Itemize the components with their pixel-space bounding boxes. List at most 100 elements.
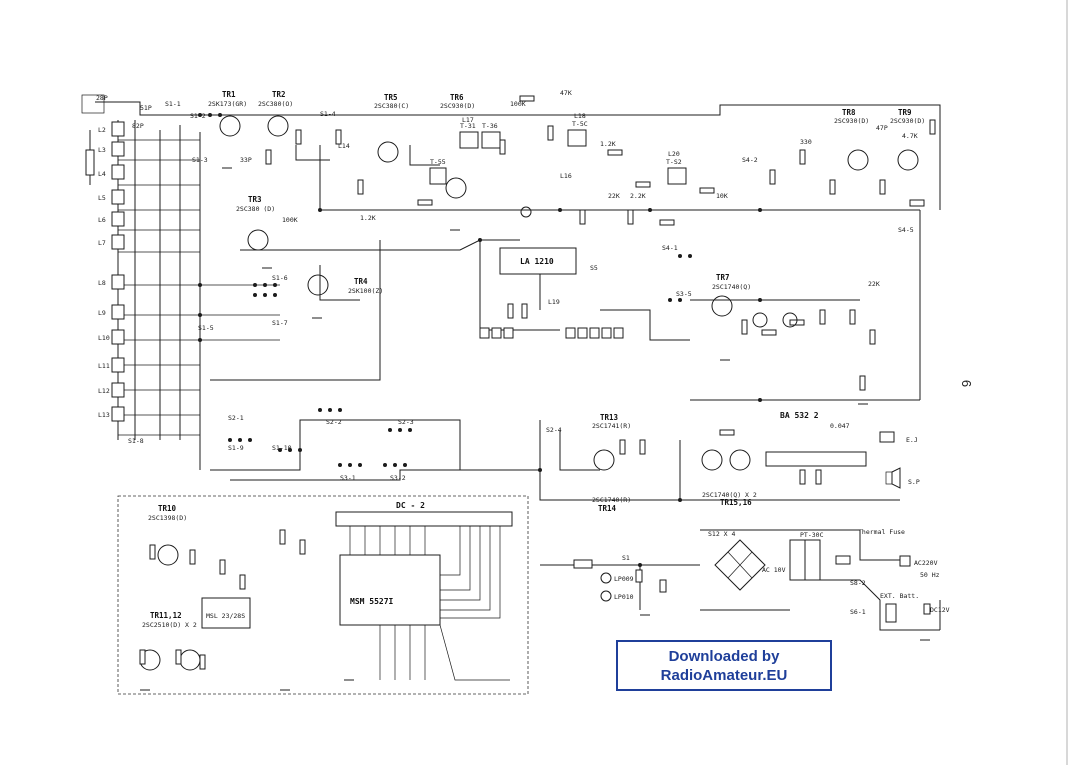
switch-label: S1 [622, 554, 630, 562]
tr-ref: TR4 [354, 277, 368, 286]
coil-label: L7 [98, 239, 106, 247]
switch-label: S1-8 [128, 437, 144, 445]
tr-type: 2SC930(D) [834, 117, 869, 125]
ic-label: MSL 23/28S [206, 612, 245, 620]
transformer-label: PT-30C [800, 531, 824, 539]
switch-label: S4-2 [742, 156, 758, 164]
ext-batt-label: EXT. Batt. [880, 592, 919, 600]
coil-label: L8 [98, 279, 106, 287]
switch-label: S2-2 [326, 418, 342, 426]
switch-label: S1-6 [272, 274, 288, 282]
value-label: 47P [876, 124, 888, 132]
power-supply: S12 X 4 AC 10V PT-30C Thermal Fuse AC220… [600, 528, 950, 623]
lamp-label: LP010 [614, 593, 634, 601]
tr-type: 2SC930(D) [890, 117, 925, 125]
switch-label: S3-5 [676, 290, 692, 298]
switch-label: S2-3 [398, 418, 414, 426]
tr-ref: TR7 [716, 273, 730, 282]
coil-label: L6 [98, 216, 106, 224]
transformer-label: T-31 [460, 122, 476, 130]
speaker-label: S.P [908, 478, 920, 486]
switch-label: S3-1 [340, 474, 356, 482]
tr-ref: TR10 [158, 504, 177, 513]
download-watermark: Downloaded by RadioAmateur.EU [616, 640, 832, 691]
switch-label: S1-2 [190, 112, 206, 120]
transformer-label: T-S2 [666, 158, 682, 166]
tr-type: 2SC1740(R) [592, 496, 631, 504]
component-values: 47K 100K 1.2K 2.2K 22K 10K 22K 4.7K 47P … [240, 89, 918, 430]
tr-ref: TR8 [842, 108, 856, 117]
ic-msm5527: MSM 5527I [339, 554, 441, 626]
switch-label: S1-10 [272, 444, 292, 452]
tr-type: 2SC380 (D) [236, 205, 275, 213]
tr-type: 2SC2510(D) X 2 [142, 621, 197, 629]
tr-ref: TR3 [248, 195, 262, 204]
ic-label: DC - 2 [396, 501, 425, 510]
watermark-line-1: Downloaded by [668, 647, 780, 665]
tr-type: 2SC930(D) [440, 102, 475, 110]
coil-label: L17 [462, 116, 474, 124]
ic-label: MSM 5527I [350, 597, 394, 606]
coil-label: L10 [98, 334, 110, 342]
tr-type: 2SC1398(D) [148, 514, 187, 522]
tr-type: 2SC380(O) [258, 100, 293, 108]
page-number: 6 [959, 379, 975, 388]
switch-label: S8-2 [850, 579, 866, 587]
fuse-label: Thermal Fuse [858, 528, 905, 536]
switch-label: S4-5 [898, 226, 914, 234]
coil-label: L5 [98, 194, 106, 202]
if-transformers: T-31 T-36 T-55 T-5C T-S2 L14 L16 L17 L18… [338, 112, 687, 306]
value-label: 0.047 [830, 422, 850, 430]
switch-label: S1-5 [198, 324, 214, 332]
rectifier-out: AC 10V [762, 566, 786, 574]
value-label: 100K [282, 216, 298, 224]
switch-label: S1-7 [272, 319, 288, 327]
tr-ref: TR15,16 [720, 498, 752, 507]
value-label: 47K [560, 89, 572, 97]
ic-ba5322: BA 532 2 [765, 411, 867, 467]
tr-ref: TR2 [272, 90, 286, 99]
audio-outputs: E.J S.P [879, 431, 920, 489]
watermark-line-2: RadioAmateur.EU [660, 666, 788, 684]
freq-label: 50 Hz [920, 571, 940, 579]
transformer-label: T-36 [482, 122, 498, 130]
coil-label: L4 [98, 170, 106, 178]
tr-type: 2SC1740(Q) [712, 283, 751, 291]
cap-label: 51P [140, 104, 152, 112]
switch-label: S6-1 [850, 608, 866, 616]
value-label: 10K [716, 192, 728, 200]
tr-type: 2SC380(C) [374, 102, 409, 110]
transistor-labels: TR1 2SK173(GR) TR2 2SC380(O) TR3 2SC380 … [142, 90, 925, 629]
ic-label: BA 532 2 [780, 411, 819, 420]
cap-label: 28P [96, 94, 108, 102]
switch-label: S1-1 [165, 100, 181, 108]
band-coils: L2 L3 L4 L5 L6 L7 L8 L9 L10 L11 L12 L13 … [81, 94, 152, 422]
tr-type: 2SK173(GR) [208, 100, 247, 108]
tr-ref: TR9 [898, 108, 912, 117]
value-label: 1.2K [600, 140, 616, 148]
coil-label: L3 [98, 146, 106, 154]
transformer-label: T-55 [430, 158, 446, 166]
coil-label: L14 [338, 142, 350, 150]
coil-label: L20 [668, 150, 680, 158]
ic-label: LA 1210 [520, 257, 554, 266]
connector-pins [479, 327, 624, 339]
value-label: 22K [608, 192, 620, 200]
tr-type: 2SC1741(R) [592, 422, 631, 430]
coil-label: L11 [98, 362, 110, 370]
cap-label: 82P [132, 122, 144, 130]
earphone-label: E.J [906, 436, 918, 444]
ic-msl2328: MSL 23/28S [201, 597, 251, 629]
value-label: 100K [510, 100, 526, 108]
switch-contacts [198, 113, 692, 467]
diode-label: S12 X 4 [708, 530, 735, 538]
tr-ref: TR5 [384, 93, 398, 102]
switch-label: S5 [590, 264, 598, 272]
value-label: 330 [800, 138, 812, 146]
dc-label: DC12V [930, 606, 950, 614]
lamp-label: LP009 [614, 575, 634, 583]
tr-ref: TR1 [222, 90, 236, 99]
tr-type: 2SK100(Z) [348, 287, 383, 295]
value-label: 2.2K [630, 192, 646, 200]
